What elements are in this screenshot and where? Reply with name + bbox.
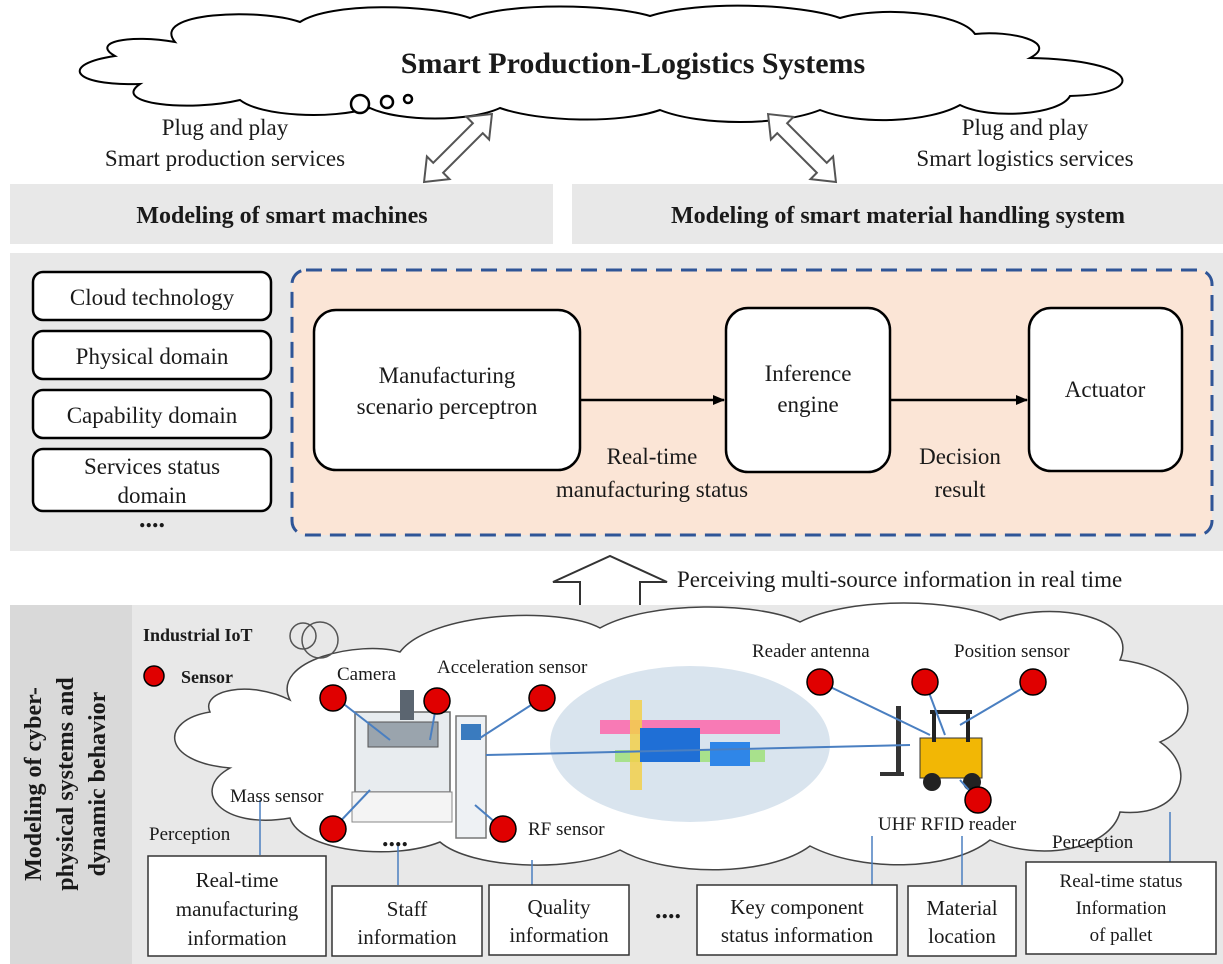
info-label: Material (926, 896, 997, 920)
info-label: information (357, 925, 457, 949)
rf-sensor-icon (489, 815, 517, 843)
position-sensor-icon (1019, 668, 1047, 696)
right-service-line2: Smart logistics services (916, 146, 1133, 171)
info-box (147, 855, 327, 957)
perceptron-box (312, 308, 582, 472)
info-label: Real-time (196, 868, 279, 892)
side-label-line2: physical systems and (53, 677, 79, 891)
edm-machine-icon (351, 690, 453, 823)
mass-sensor-icon (319, 815, 347, 843)
iot-ring-icon (301, 621, 339, 659)
camera-sensor-icon (319, 684, 347, 712)
info-label: Information (1076, 898, 1167, 919)
modeling-material-label: Modeling of smart material handling syst… (671, 203, 1125, 229)
uhf-reader-icon (964, 786, 992, 814)
industrial-iot-label: Industrial IoT (143, 625, 253, 645)
side-label-column (10, 605, 132, 964)
actuator-box (1027, 306, 1184, 473)
info-label: information (187, 926, 287, 950)
perception-right-label: Perception (1052, 832, 1134, 853)
side-label: Modeling of cyber- physical systems and … (21, 677, 111, 891)
domain-label: Services status (84, 454, 220, 479)
perceptron-label-1: Manufacturing (379, 363, 516, 388)
sensors (319, 668, 1047, 843)
inference-label-2: engine (777, 392, 838, 417)
mass-sensor-label: Mass sensor (230, 786, 324, 807)
side-label-line1: Modeling of cyber- (21, 687, 47, 881)
perceive-up-arrow (552, 554, 668, 607)
edge-status-label-1: Real-time (607, 444, 698, 469)
side-label-line3: dynamic behavior (85, 691, 111, 876)
control-cabinet-icon (455, 715, 487, 839)
info-label: Quality (528, 895, 591, 919)
domains-more-dots: .... (139, 504, 165, 533)
acceleration-sensor-icon (423, 687, 451, 715)
domain-label: Capability domain (67, 403, 238, 428)
domain-label: Physical domain (76, 344, 229, 369)
double-arrow-left (422, 112, 494, 184)
sensor-legend-icon (143, 665, 165, 687)
info-label: of pallet (1090, 925, 1154, 946)
modeling-material-bar (572, 184, 1223, 244)
actuator-label: Actuator (1065, 377, 1146, 402)
perceptron-label-2: scenario perceptron (357, 394, 538, 419)
info-more-dots: .... (655, 895, 681, 924)
info-label: Real-time status (1060, 871, 1183, 892)
inference-engine-box (724, 306, 892, 474)
reader-antenna-icon (806, 668, 834, 696)
system-title: Smart Production-Logistics Systems (401, 47, 865, 80)
info-box (331, 885, 483, 957)
edge-status-label-2: manufacturing status (556, 477, 748, 502)
iot-ring-icon (289, 622, 317, 650)
top-cloud (78, 4, 1124, 123)
forklift-icon (880, 706, 983, 791)
iot-more-dots: .... (382, 823, 408, 852)
info-label: information (509, 923, 609, 947)
domain-list: Cloud technology Physical domain Capabil… (31, 270, 273, 533)
info-label: status information (721, 923, 874, 947)
inference-label-1: Inference (765, 361, 852, 386)
perceiving-label: Perceiving multi-source information in r… (677, 567, 1122, 592)
info-box (907, 885, 1017, 957)
edge-decision-label-2: result (934, 477, 986, 502)
info-boxes: Real-time manufacturing information Staf… (147, 855, 1217, 957)
reader-antenna-icon (911, 668, 939, 696)
left-service-line1: Plug and play (162, 115, 289, 140)
info-label: Staff (387, 897, 427, 921)
modeling-machines-label: Modeling of smart machines (136, 203, 427, 229)
domain-box (31, 447, 273, 513)
rf-sensor-label: RF sensor (528, 819, 605, 840)
info-label: Key component (730, 895, 864, 919)
acceleration-sensor-icon (528, 684, 556, 712)
edge-decision-label-1: Decision (919, 444, 1001, 469)
domain-label: Cloud technology (70, 285, 235, 310)
info-box (488, 884, 630, 956)
factory-layout-icon (550, 666, 830, 822)
sensor-legend-label: Sensor (181, 667, 233, 687)
reader-antenna-label: Reader antenna (752, 641, 870, 662)
perception-links (259, 800, 1171, 885)
right-service-line1: Plug and play (962, 115, 1089, 140)
info-label: location (928, 924, 996, 948)
info-box (1025, 861, 1217, 955)
domain-box (31, 270, 273, 322)
camera-label: Camera (337, 664, 397, 685)
info-box (696, 884, 898, 956)
modeling-machines-bar (10, 184, 553, 244)
position-sensor-label: Position sensor (954, 641, 1070, 662)
info-label: manufacturing (176, 897, 299, 921)
domain-label: domain (118, 483, 187, 508)
double-arrow-right (766, 112, 838, 184)
acceleration-label: Acceleration sensor (437, 657, 588, 678)
uhf-reader-label: UHF RFID reader (878, 814, 1017, 835)
left-service-line2: Smart production services (105, 146, 345, 171)
perception-left-label: Perception (149, 824, 231, 845)
domain-box (31, 388, 273, 440)
domain-box (31, 329, 273, 381)
